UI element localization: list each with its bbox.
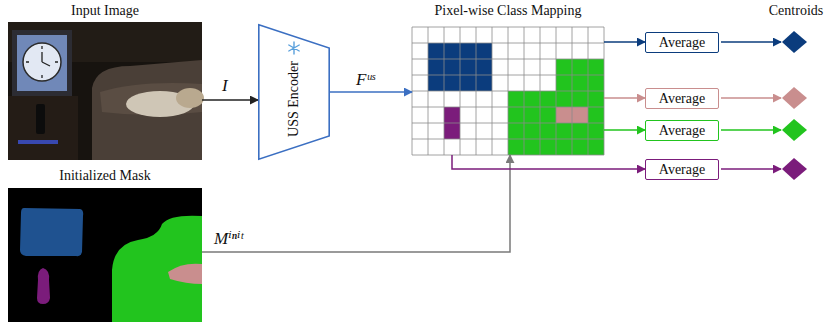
mask-panel: Initialized Mask bbox=[8, 167, 202, 322]
couch bbox=[92, 60, 202, 160]
average-box: Average bbox=[645, 32, 719, 53]
edge-label: Fᵘˢ bbox=[356, 70, 375, 90]
connector-arrow bbox=[604, 97, 645, 99]
image-panel: Input Image bbox=[8, 2, 202, 160]
trapezoid-shape bbox=[259, 25, 329, 159]
centroid-arrow bbox=[721, 97, 781, 99]
clock-hands bbox=[26, 46, 58, 78]
grid-ground bbox=[412, 27, 604, 155]
connector-arrow bbox=[604, 129, 645, 131]
panel-heading: Input Image bbox=[8, 2, 202, 20]
frozen-snowflake bbox=[289, 42, 299, 54]
tv-cabinet bbox=[8, 96, 78, 160]
mask-region-green bbox=[112, 216, 202, 322]
photo-background bbox=[8, 22, 202, 160]
connector-arrow bbox=[330, 91, 412, 93]
centroid-diamond bbox=[782, 158, 807, 180]
average-box: Average bbox=[645, 88, 719, 109]
person-head bbox=[176, 88, 204, 108]
centroid-diamond bbox=[782, 119, 807, 141]
edge-label: Mⁱⁿⁱᵗ bbox=[214, 229, 243, 249]
encoder-label: USS Encoder bbox=[285, 61, 303, 137]
centroid-arrow bbox=[721, 129, 781, 131]
edge-label: I bbox=[222, 76, 228, 96]
grid-lines bbox=[412, 27, 604, 155]
centroid-column bbox=[721, 31, 807, 180]
average-label: Average bbox=[659, 122, 705, 139]
connector-arrow bbox=[452, 155, 645, 169]
mask-image bbox=[8, 188, 202, 322]
mask-region-purple bbox=[37, 268, 50, 304]
centroid-arrow bbox=[721, 41, 781, 43]
mask-background bbox=[8, 188, 202, 322]
encoder-trapezoid: USS Encoder bbox=[258, 24, 330, 160]
centroid-diamond bbox=[782, 31, 807, 53]
centroid-diamond bbox=[782, 87, 807, 109]
class-grid bbox=[412, 27, 604, 155]
mask-region-pink bbox=[168, 264, 202, 284]
input-photo bbox=[8, 22, 204, 160]
clock-face bbox=[23, 43, 61, 81]
tv-screen bbox=[17, 35, 67, 91]
class-mapping-grid: Pixel-wise Class Mapping bbox=[412, 2, 604, 155]
column-heading: Centroids bbox=[769, 2, 823, 20]
connector-arrow bbox=[604, 41, 645, 43]
average-label: Average bbox=[659, 34, 705, 51]
average-box: Average bbox=[645, 120, 719, 141]
mask-region-blue bbox=[20, 208, 83, 256]
average-box: Average bbox=[645, 159, 719, 180]
blue-glow bbox=[18, 140, 58, 144]
tv-frame bbox=[12, 30, 72, 96]
snowflake-icon bbox=[289, 42, 299, 54]
panel-heading: Initialized Mask bbox=[8, 167, 202, 185]
average-label: Average bbox=[659, 90, 705, 107]
average-label: Average bbox=[659, 161, 705, 178]
panel-heading: Pixel-wise Class Mapping bbox=[412, 2, 604, 20]
centroid-arrow bbox=[721, 168, 781, 170]
bottle bbox=[36, 104, 45, 134]
connector-arrow bbox=[202, 99, 258, 101]
